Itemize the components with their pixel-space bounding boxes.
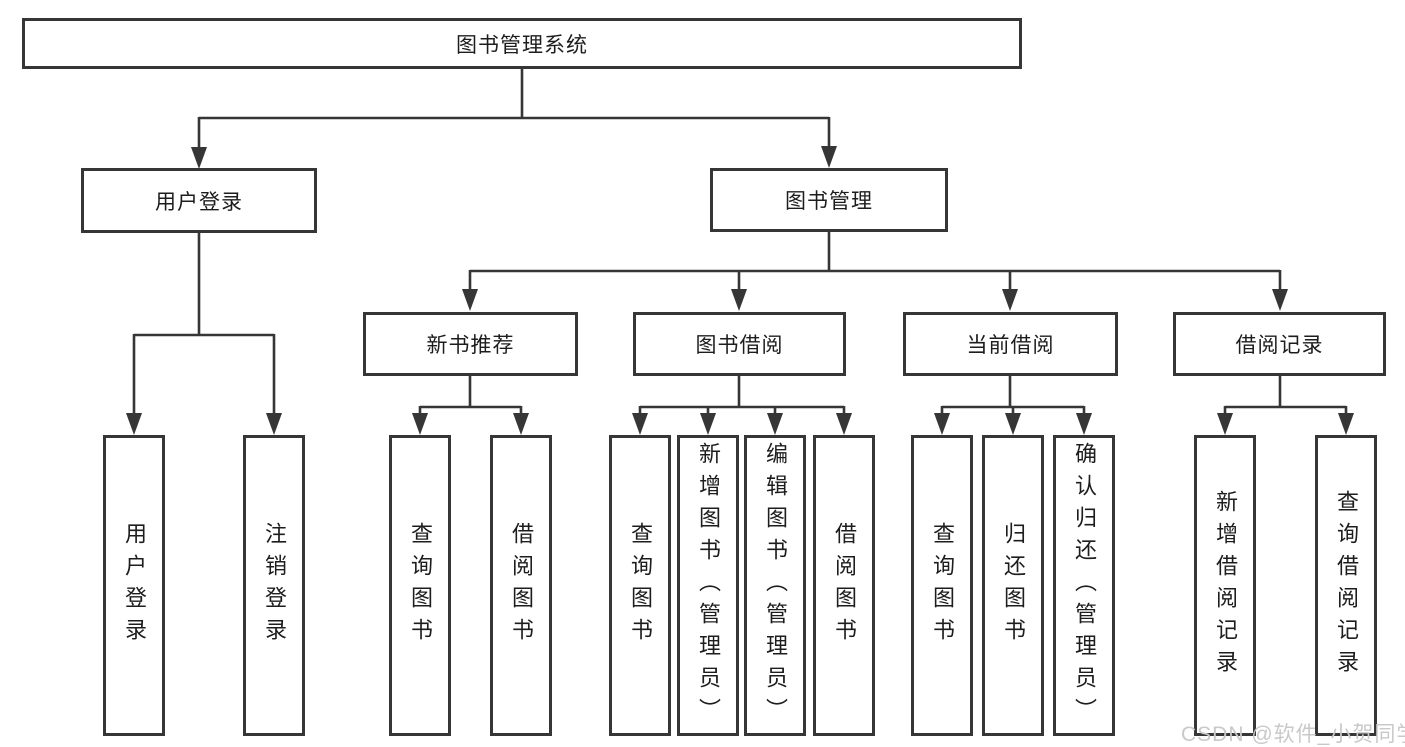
leaf-confirm-return-admin: 确认归还（管理员） [1053,435,1115,736]
node-current-borrow: 当前借阅 [903,312,1118,376]
node-library-management-system: 图书管理系统 [22,18,1022,69]
leaf-query-books-current: 查询图书 [911,435,973,736]
leaf-logout: 注销登录 [243,435,305,736]
leaf-borrow-books: 借阅图书 [813,435,875,736]
leaf-query-borrow-record: 查询借阅记录 [1315,435,1377,736]
leaf-edit-books-admin: 编辑图书（管理员） [744,435,806,736]
leaf-query-books-recommend: 查询图书 [389,435,451,736]
node-new-book-recommend: 新书推荐 [363,312,578,376]
arrowheads [126,146,1354,435]
node-book-borrow: 图书借阅 [633,312,846,376]
leaf-query-books-borrow: 查询图书 [609,435,671,736]
leaf-add-borrow-record: 新增借阅记录 [1194,435,1256,736]
node-borrow-records: 借阅记录 [1173,312,1386,376]
leaf-return-books: 归还图书 [982,435,1044,736]
leaf-add-books-admin: 新增图书（管理员） [677,435,739,736]
node-user-login: 用户登录 [81,168,317,233]
csdn-watermark: CSDN @软件_小贺同学 [1181,723,1405,746]
node-book-management: 图书管理 [710,168,948,232]
leaf-borrow-books-recommend: 借阅图书 [490,435,552,736]
leaf-user-login: 用户登录 [103,435,165,736]
